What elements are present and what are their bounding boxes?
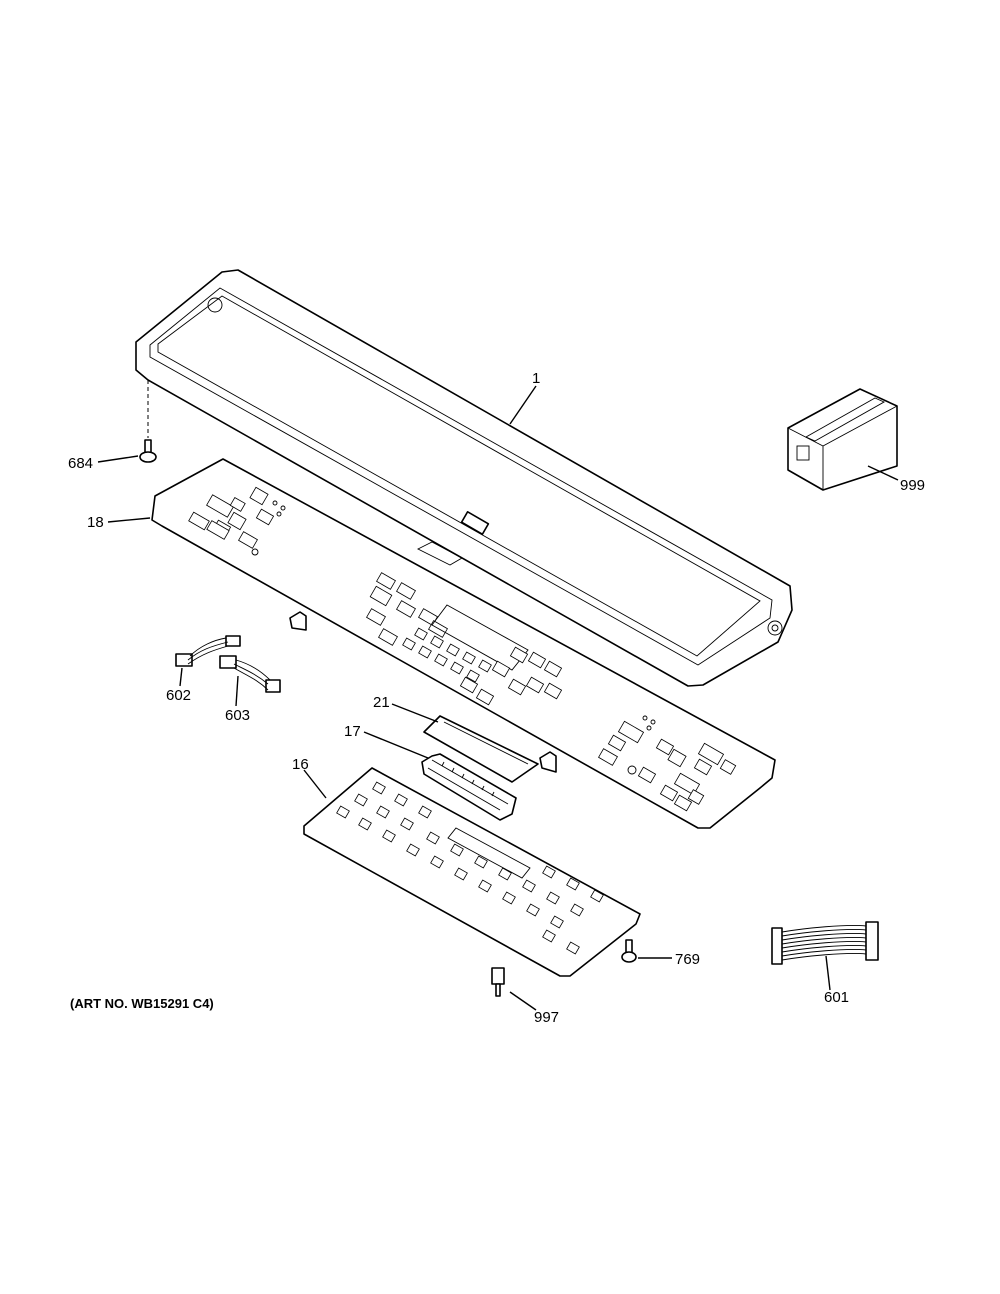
callout-999: 999 [900,477,925,494]
callout-601: 601 [824,989,849,1006]
callout-1: 1 [532,370,540,387]
connector-997[interactable] [491,967,505,997]
callout-17: 17 [344,723,361,740]
leader-lines [97,385,899,1011]
callout-21: 21 [373,694,390,711]
wire-harness-602[interactable] [175,635,241,667]
board-components [336,781,604,955]
callout-684: 684 [68,455,93,472]
touch-overlay-panel[interactable] [151,458,776,829]
screw-769[interactable] [621,939,637,963]
callout-603: 603 [225,707,250,724]
callout-997: 997 [534,1009,559,1026]
art-number: (ART NO. WB15291 C4) [70,996,214,1011]
callout-602: 602 [166,687,191,704]
display-connector[interactable] [421,753,517,821]
control-board[interactable] [303,767,641,977]
display-window[interactable] [423,715,539,783]
control-panel-frame[interactable] [135,269,793,687]
number-keypad[interactable] [402,627,492,683]
callout-16: 16 [292,756,309,773]
screw-684[interactable] [139,380,157,463]
callout-769: 769 [675,951,700,968]
ribbon-cable-601[interactable] [771,921,879,965]
parts-box[interactable] [787,388,898,491]
callout-18: 18 [87,514,104,531]
wire-harness-603[interactable] [219,655,281,693]
